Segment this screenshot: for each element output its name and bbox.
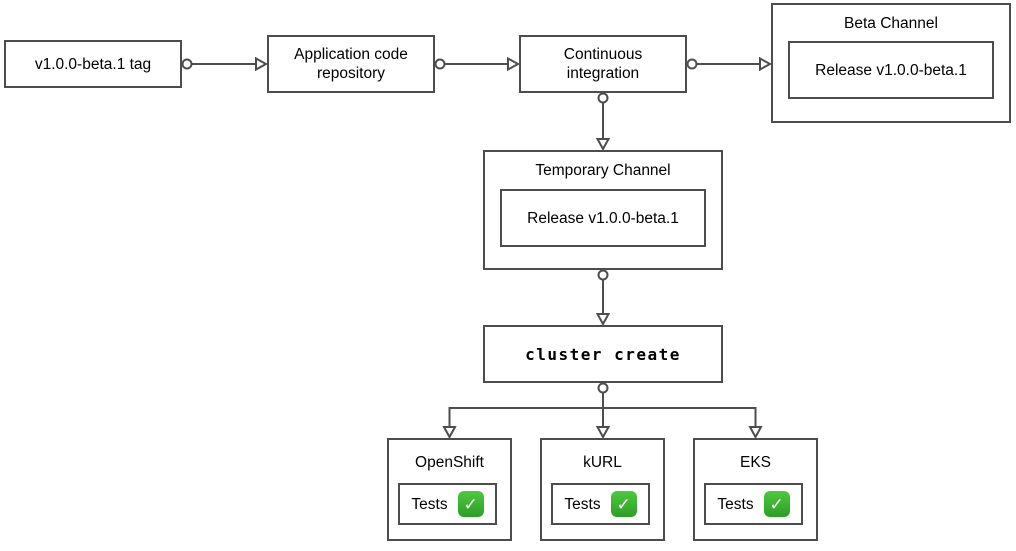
edge-cluster-create-to-tests	[442, 382, 763, 440]
edge-temp-channel-to-cluster-create	[595, 269, 611, 327]
check-mark-button-icon: ✓	[763, 491, 790, 517]
node-eks-tests-label: Tests	[717, 495, 754, 513]
node-eks-title: EKS	[739, 454, 771, 471]
node-openshift-title: OpenShift	[415, 454, 484, 471]
edge-repo-to-ci	[434, 56, 521, 72]
node-eks: EKS Tests ✓	[693, 438, 818, 541]
node-cluster-create: cluster create	[483, 325, 723, 383]
node-openshift-tests-label: Tests	[411, 495, 448, 513]
node-eks-tests: Tests ✓	[704, 483, 803, 525]
node-kurl-tests-label: Tests	[564, 495, 601, 513]
node-kurl: kURL Tests ✓	[540, 438, 665, 541]
node-version-tag-label: v1.0.0-beta.1 tag	[34, 55, 152, 73]
check-mark-button-icon: ✓	[610, 491, 637, 517]
node-temporary-channel: Temporary Channel Release v1.0.0-beta.1	[483, 150, 723, 270]
edge-ci-to-temp-channel	[595, 92, 611, 152]
node-beta-channel-release-label: Release v1.0.0-beta.1	[815, 61, 967, 79]
node-app-code-repository-label: Application code repository	[294, 46, 408, 82]
node-version-tag: v1.0.0-beta.1 tag	[4, 40, 182, 88]
node-temporary-channel-release: Release v1.0.0-beta.1	[500, 189, 706, 247]
node-continuous-integration-label: Continuous integration	[563, 46, 643, 82]
edge-tag-to-repo	[181, 56, 269, 72]
node-temporary-channel-release-label: Release v1.0.0-beta.1	[527, 209, 679, 227]
node-beta-channel-release: Release v1.0.0-beta.1	[788, 41, 994, 99]
node-cluster-create-label: cluster create	[525, 344, 681, 364]
node-openshift: OpenShift Tests ✓	[387, 438, 512, 541]
node-kurl-title: kURL	[583, 454, 622, 471]
node-app-code-repository: Application code repository	[267, 35, 435, 93]
node-openshift-tests: Tests ✓	[398, 483, 497, 525]
check-mark-button-icon: ✓	[457, 491, 484, 517]
node-temporary-channel-title: Temporary Channel	[535, 162, 671, 179]
edge-ci-to-beta-channel	[686, 56, 773, 72]
node-continuous-integration: Continuous integration	[519, 35, 687, 93]
node-kurl-tests: Tests ✓	[551, 483, 650, 525]
node-beta-channel-title: Beta Channel	[844, 15, 938, 32]
node-beta-channel: Beta Channel Release v1.0.0-beta.1	[771, 3, 1011, 123]
